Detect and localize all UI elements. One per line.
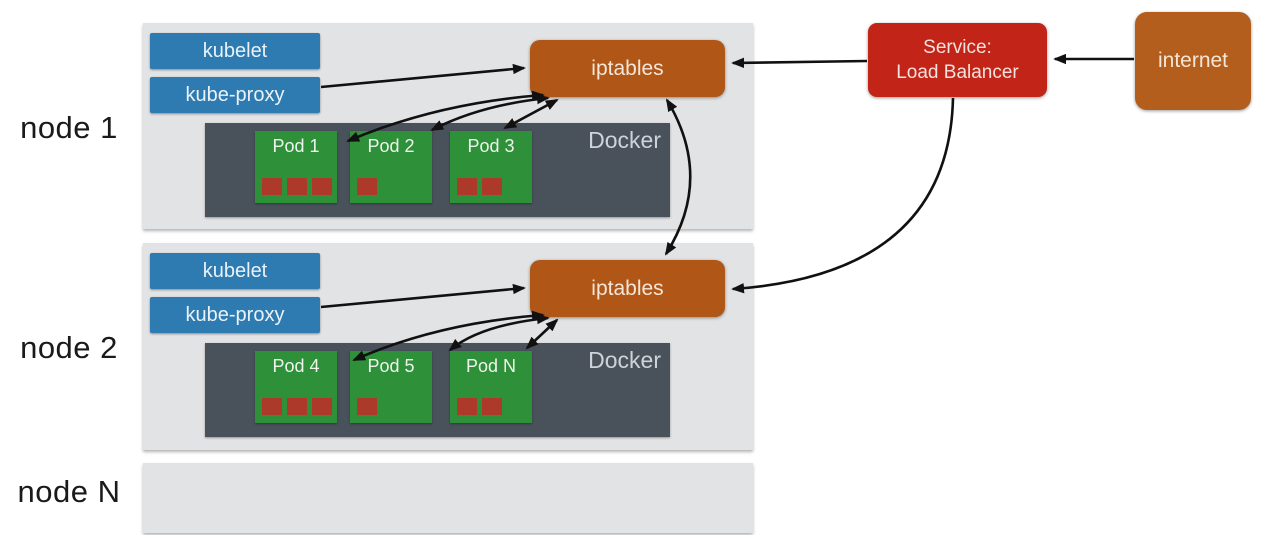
container-square [287, 398, 307, 415]
pod-5-label: Pod 5 [367, 356, 415, 376]
pod-1-containers [262, 178, 332, 195]
container-square [262, 398, 282, 415]
container-square [457, 398, 477, 415]
pod-n: Pod N [450, 351, 532, 423]
internet-box: internet [1135, 12, 1251, 110]
pod-2-containers [357, 178, 377, 195]
node-2-label: node 2 [20, 330, 118, 365]
node-2-container: kubelet kube-proxy Docker Pod 4 Pod 5 Po… [143, 243, 753, 450]
pod-1-label: Pod 1 [272, 136, 320, 156]
pod-2-label: Pod 2 [367, 136, 415, 156]
node-2-iptables-box: iptables [530, 260, 725, 317]
node-1-iptables-box: iptables [530, 40, 725, 97]
pod-2: Pod 2 [350, 131, 432, 203]
container-square [312, 178, 332, 195]
pod-5-containers [357, 398, 377, 415]
node-1-docker-box: Docker Pod 1 Pod 2 Pod 3 [205, 123, 670, 217]
container-square [357, 398, 377, 415]
pod-4-label: Pod 4 [272, 356, 320, 376]
pod-3-label: Pod 3 [467, 136, 515, 156]
node-n-container [143, 463, 753, 533]
pod-3: Pod 3 [450, 131, 532, 203]
node-2-kube-proxy-box: kube-proxy [150, 297, 320, 333]
pod-n-containers [457, 398, 502, 415]
arrow-loadbalancer-to-iptables-node2 [731, 97, 955, 294]
pod-5: Pod 5 [350, 351, 432, 423]
container-square [287, 178, 307, 195]
arrow-loadbalancer-to-iptables-node1 [731, 57, 868, 69]
container-square [457, 178, 477, 195]
node-1-kubelet-box: kubelet [150, 33, 320, 69]
pod-3-containers [457, 178, 502, 195]
pod-4: Pod 4 [255, 351, 337, 423]
service-load-balancer-box: Service: Load Balancer [868, 23, 1047, 97]
node-2-kubelet-box: kubelet [150, 253, 320, 289]
container-square [482, 398, 502, 415]
node-2-docker-box: Docker Pod 4 Pod 5 Pod N [205, 343, 670, 437]
pod-1: Pod 1 [255, 131, 337, 203]
node-1-docker-label: Docker [588, 127, 661, 153]
pod-n-label: Pod N [465, 356, 517, 376]
node-1-container: kubelet kube-proxy Docker Pod 1 Pod 2 Po… [143, 23, 753, 229]
container-square [262, 178, 282, 195]
node-1-label: node 1 [20, 110, 118, 145]
node-1-kube-proxy-box: kube-proxy [150, 77, 320, 113]
pod-4-containers [262, 398, 332, 415]
node-2-docker-label: Docker [588, 347, 661, 373]
service-label-line1: Service: [923, 37, 992, 58]
service-label-line2: Load Balancer [896, 62, 1019, 83]
node-n-label: node N [17, 474, 121, 509]
container-square [312, 398, 332, 415]
container-square [357, 178, 377, 195]
container-square [482, 178, 502, 195]
